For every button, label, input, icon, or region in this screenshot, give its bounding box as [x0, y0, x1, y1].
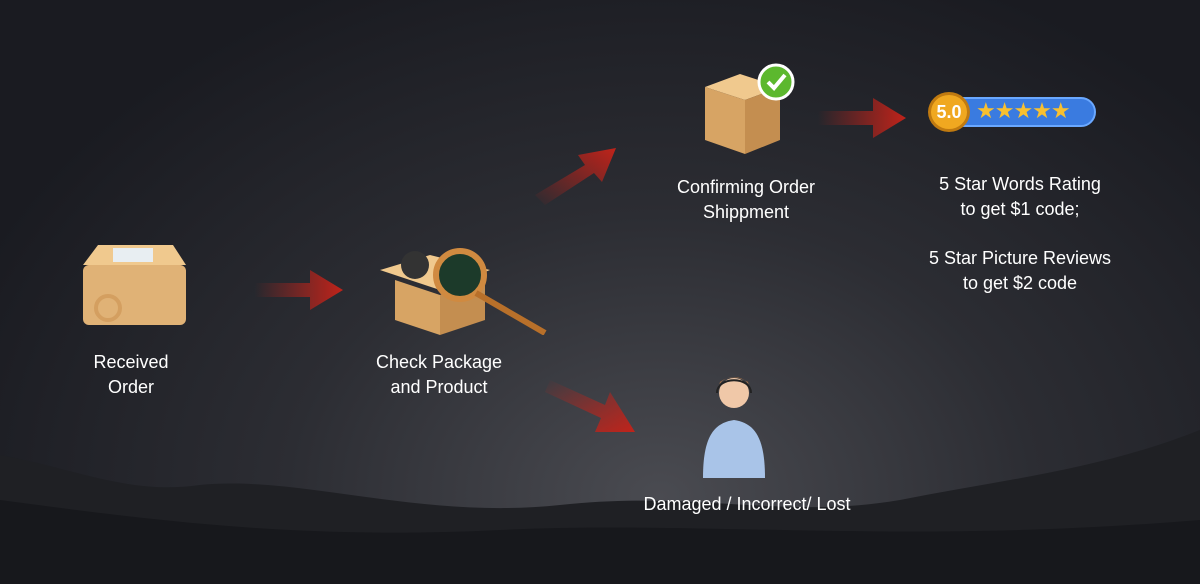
stars-icon: ★★★★★	[976, 98, 1071, 123]
rating-score: 5.0	[928, 92, 970, 132]
confirmed-box-icon	[705, 63, 795, 154]
inspect-package-icon	[380, 248, 547, 335]
customer-service-agent-icon	[703, 377, 765, 478]
arrow-up-right-icon	[535, 148, 616, 205]
step-problem-label: Damaged / Incorrect/ Lost	[643, 494, 851, 514]
arrow-right-icon	[818, 98, 906, 138]
arrow-right-icon	[255, 270, 343, 310]
package-box-icon	[83, 245, 186, 325]
five-star-rating-badge: 5.0 ★★★★★	[928, 92, 1098, 132]
arrow-down-right-icon	[545, 380, 635, 432]
